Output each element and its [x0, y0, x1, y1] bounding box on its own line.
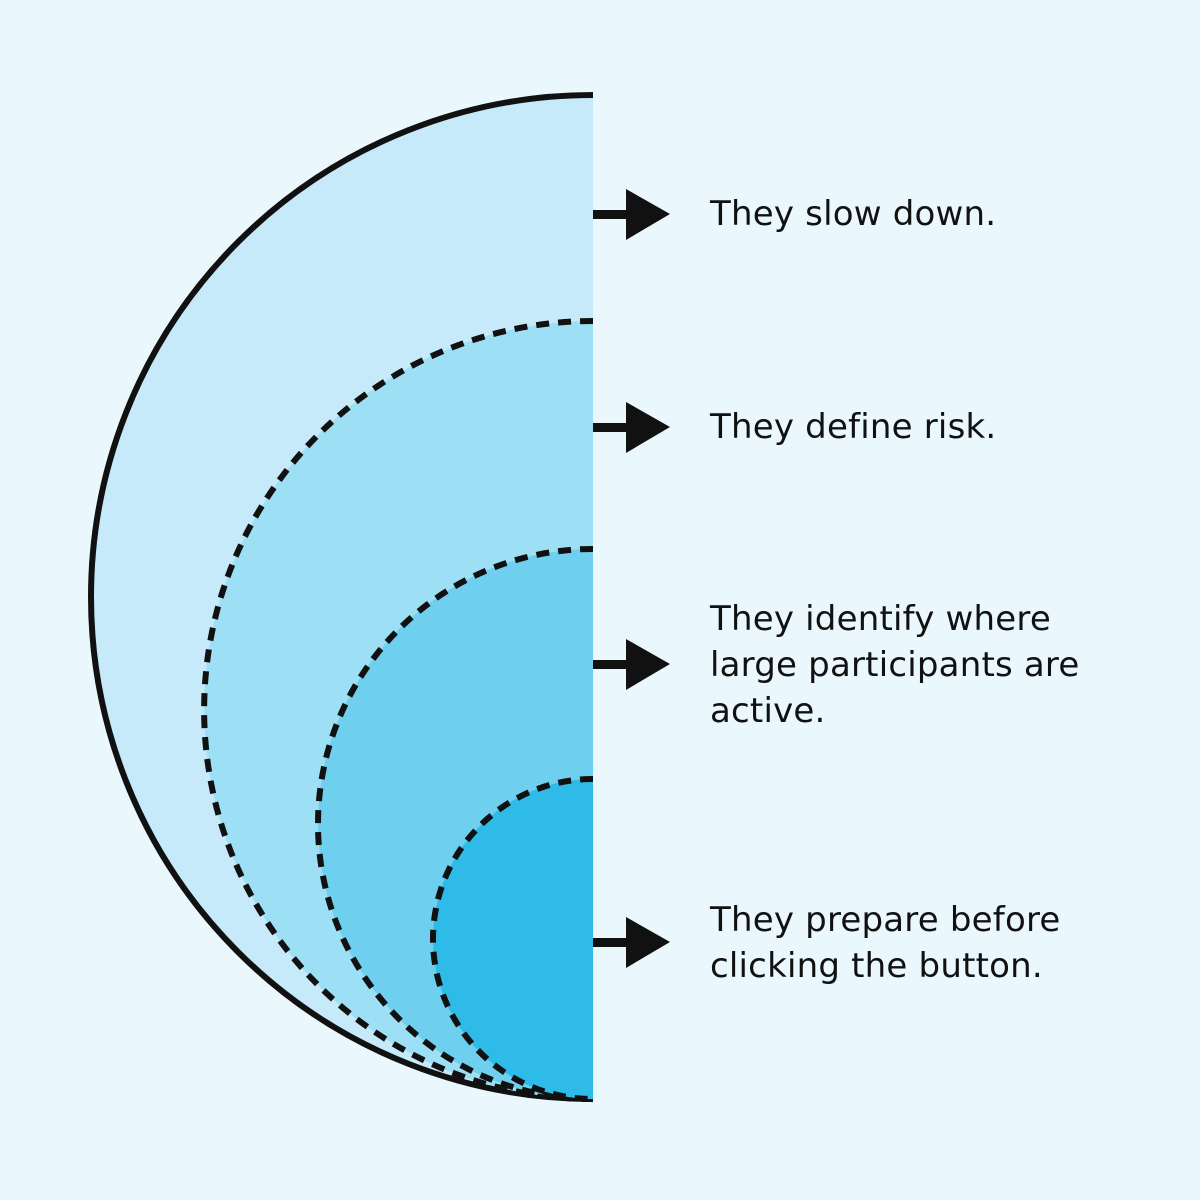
label-line: clicking the button. — [710, 946, 1043, 986]
arrow-icon — [593, 189, 670, 240]
layer-inner-outline — [430, 776, 594, 1102]
layer-third-outline — [315, 546, 594, 1102]
arrow-icon — [593, 402, 670, 453]
arrow-icon — [593, 917, 670, 968]
layer-second-label: They define risk. — [710, 404, 1150, 450]
layer-outer-outline — [88, 92, 594, 1102]
layer-third-label: They identify where large participants a… — [710, 596, 1150, 734]
layer-inner-shape — [433, 779, 593, 1099]
layer-inner-label: They prepare before clicking the button. — [710, 897, 1150, 989]
layer-outer-label: They slow down. — [710, 191, 1150, 237]
label-line: They prepare before — [710, 900, 1061, 940]
label-line: They slow down. — [710, 194, 997, 234]
arrow-icon — [593, 639, 670, 690]
label-line: large participants are — [710, 645, 1080, 685]
label-line: active. — [710, 691, 826, 731]
label-line: They define risk. — [710, 407, 997, 447]
label-line: They identify where — [710, 599, 1051, 639]
